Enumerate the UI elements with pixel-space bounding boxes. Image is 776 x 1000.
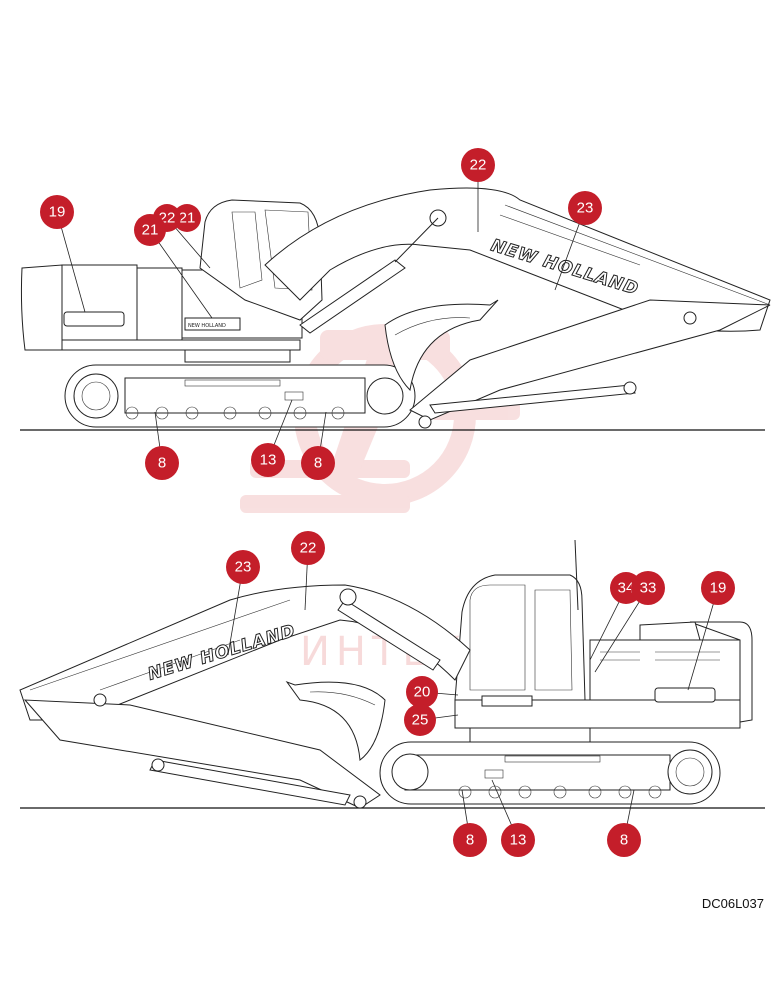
callout-8-top-right: 8	[301, 446, 335, 480]
svg-text:25: 25	[412, 712, 429, 729]
callout-8-bottom-left: 8	[453, 823, 487, 857]
callout-19-bottom: 19	[701, 571, 735, 605]
callouts-bottom: 22 23 34 33 19 20 25 8 13 8	[226, 531, 735, 857]
svg-text:8: 8	[158, 455, 166, 472]
callout-19-top: 19	[40, 195, 74, 229]
svg-text:20: 20	[414, 684, 431, 701]
callout-22-top: 22	[461, 148, 495, 182]
callout-13-bottom: 13	[501, 823, 535, 857]
svg-text:13: 13	[510, 832, 527, 849]
svg-text:8: 8	[314, 455, 322, 472]
svg-text:19: 19	[49, 204, 66, 221]
callout-8-bottom-right: 8	[607, 823, 641, 857]
svg-text:22: 22	[300, 540, 317, 557]
svg-text:33: 33	[640, 580, 657, 597]
callout-8-top-left: 8	[145, 446, 179, 480]
callout-20-bottom: 20	[406, 676, 438, 708]
svg-text:13: 13	[260, 452, 277, 469]
callout-21-top: 21	[134, 214, 166, 246]
callout-22-bottom: 22	[291, 531, 325, 565]
callout-25-bottom: 25	[404, 704, 436, 736]
drawing-code: DC06L037	[701, 896, 764, 911]
callout-23-bottom: 23	[226, 550, 260, 584]
callout-13-top: 13	[251, 443, 285, 477]
svg-text:23: 23	[235, 559, 252, 576]
svg-text:19: 19	[710, 580, 727, 597]
svg-text:8: 8	[620, 832, 628, 849]
cab-brand-decal: NEW HOLLAND	[188, 323, 226, 329]
top-excavator: NEW HOLLAND NEW HOLLAND	[20, 187, 771, 431]
svg-text:22: 22	[470, 157, 487, 174]
svg-text:21: 21	[142, 222, 159, 239]
svg-text:8: 8	[466, 832, 474, 849]
callout-23-top: 23	[568, 191, 602, 225]
callouts-top: 19 21 22 21 22 23 8 13 8	[40, 148, 602, 480]
callout-21-top-back: 21	[173, 204, 201, 232]
svg-text:21: 21	[179, 210, 196, 227]
svg-text:23: 23	[577, 200, 594, 217]
svg-text:34: 34	[618, 580, 635, 597]
callout-33-bottom: 33	[631, 571, 665, 605]
bottom-excavator: NEW HOLLAND	[19, 539, 765, 809]
